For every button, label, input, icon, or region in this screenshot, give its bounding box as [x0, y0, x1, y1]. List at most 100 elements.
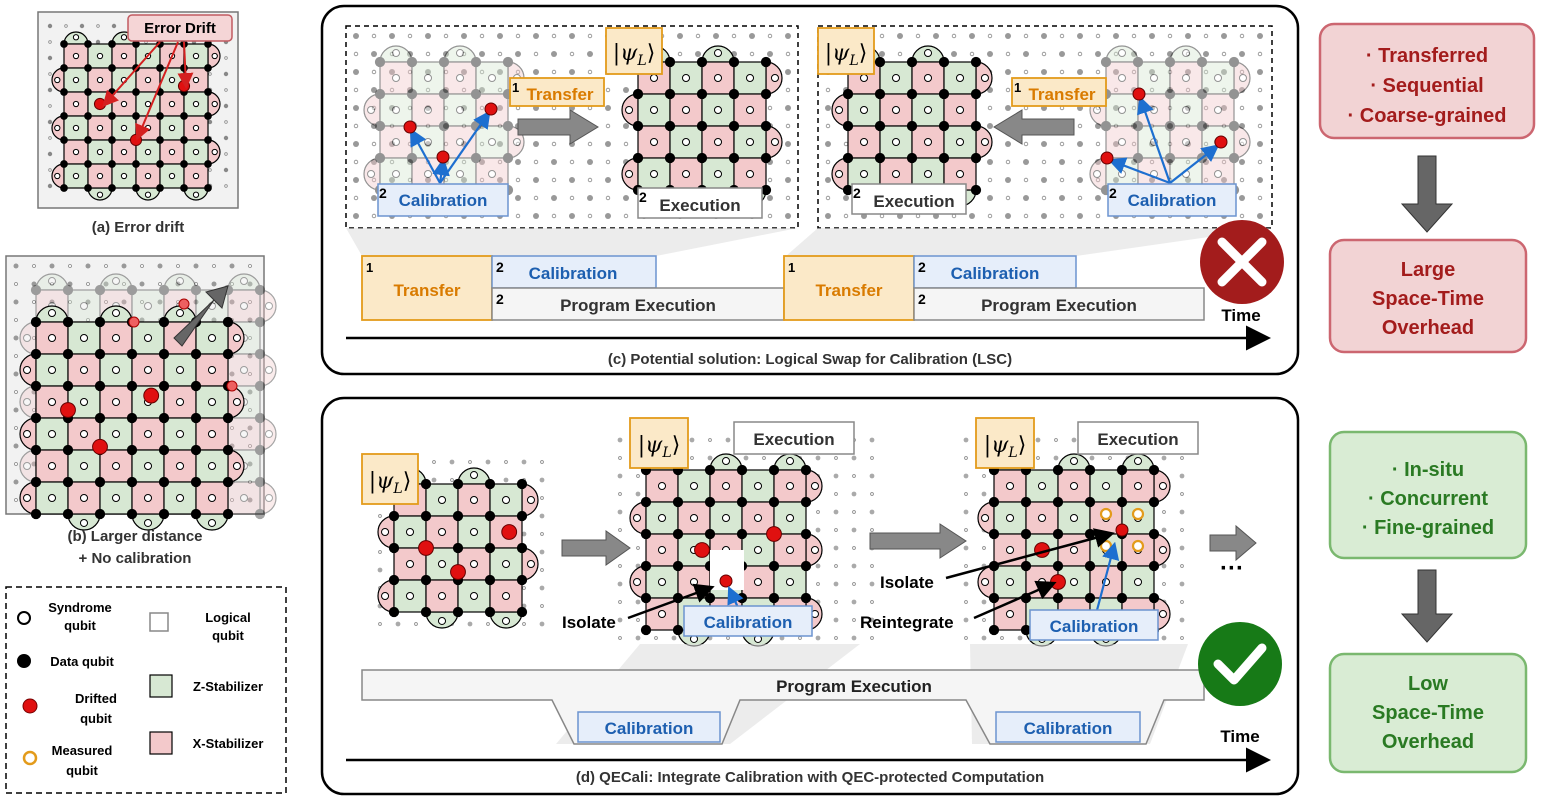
background-qubit	[785, 69, 791, 75]
legend-zstab: Z-Stabilizer	[193, 679, 263, 694]
syndrome-qubit	[381, 591, 390, 601]
background-qubit	[425, 69, 431, 75]
execution-tag-d3: Execution	[1077, 421, 1199, 455]
stabilizer-plaquette	[379, 93, 413, 127]
stabilizer-plaquette	[1105, 61, 1139, 95]
syndrome-qubit	[753, 545, 763, 555]
data-qubit	[704, 496, 716, 508]
data-qubit	[132, 88, 140, 96]
syndrome-qubit	[923, 49, 933, 58]
background-qubit	[461, 51, 467, 57]
data-qubit	[156, 40, 164, 48]
syndrome-qubit	[657, 545, 667, 555]
background-qubit	[1149, 51, 1155, 57]
background-qubit	[551, 51, 557, 57]
background-qubit	[767, 177, 773, 183]
syndrome-qubit	[721, 457, 731, 466]
background-qubit	[726, 636, 730, 640]
background-qubit	[964, 456, 968, 460]
background-qubit	[843, 213, 849, 219]
syndrome-qubit	[96, 52, 104, 60]
data-qubit	[736, 496, 748, 508]
step-number: 1	[1014, 80, 1021, 95]
background-qubit	[14, 390, 18, 394]
panel-b: (b) Larger distance + No calibration	[5, 255, 277, 567]
syndrome-qubit	[239, 301, 249, 311]
syndrome-qubit	[207, 333, 217, 343]
background-qubit	[1167, 105, 1173, 111]
data-qubit	[1084, 464, 1096, 476]
background-qubit	[1059, 213, 1065, 219]
logical-qubit-icon	[149, 612, 169, 632]
data-qubit	[1084, 592, 1096, 604]
data-qubit	[470, 88, 482, 100]
background-qubit	[1149, 141, 1155, 147]
background-qubit	[987, 159, 993, 165]
syndrome-qubit	[239, 277, 249, 286]
data-qubit	[632, 88, 644, 100]
syndrome-qubit	[143, 333, 153, 343]
background-qubit	[504, 460, 508, 464]
background-qubit	[1131, 105, 1137, 111]
background-qubit	[389, 33, 395, 39]
background-qubit	[13, 299, 19, 305]
transfer-tag-right: 1 Transfer	[1011, 77, 1107, 107]
background-qubit	[1203, 105, 1209, 111]
background-qubit	[879, 33, 885, 39]
background-qubit	[617, 617, 623, 623]
background-qubit	[467, 621, 473, 627]
background-qubit	[551, 159, 557, 165]
background-qubit	[223, 167, 229, 173]
background-qubit	[479, 159, 485, 165]
background-qubit	[987, 51, 993, 57]
background-qubit	[1180, 636, 1184, 640]
syndrome-qubit	[1069, 481, 1079, 491]
data-qubit	[640, 592, 652, 604]
background-qubit	[176, 264, 180, 268]
background-qubit	[540, 460, 544, 464]
background-qubit	[834, 456, 838, 460]
background-qubit	[587, 177, 593, 183]
syndrome-qubit	[1005, 545, 1015, 555]
background-qubit	[1167, 123, 1173, 129]
syndrome-qubit	[1069, 577, 1079, 587]
syndrome-qubit	[264, 429, 273, 439]
data-qubit	[222, 316, 234, 328]
data-qubit	[94, 284, 106, 296]
legend-drifted-1: Drifted	[75, 691, 117, 706]
program-execution-label: Program Execution	[560, 296, 716, 315]
panel-b-caption-2: + No calibration	[79, 550, 192, 567]
syndrome-qubit	[264, 301, 273, 311]
background-qubit	[834, 528, 838, 532]
background-qubit	[635, 491, 641, 497]
background-qubit	[32, 300, 36, 304]
stabilizer-plaquette	[67, 481, 101, 515]
stabilizer-plaquette	[195, 449, 229, 483]
continuation-dots: ···	[1220, 555, 1244, 582]
syndrome-qubit	[79, 518, 89, 527]
data-qubit	[1132, 152, 1144, 164]
background-qubit	[1221, 51, 1227, 57]
background-qubit	[371, 195, 377, 201]
background-qubit	[539, 477, 545, 483]
data-qubit	[222, 444, 234, 456]
data-qubit	[768, 496, 780, 508]
transfer-label: Transfer	[1028, 85, 1095, 104]
background-qubit	[605, 141, 611, 147]
background-qubit	[515, 51, 521, 57]
calibration-label: Calibration	[605, 719, 694, 738]
background-qubit	[1059, 195, 1065, 201]
background-qubit	[1053, 455, 1059, 461]
data-qubit	[94, 316, 106, 328]
background-qubit	[551, 33, 557, 39]
measured-qubit	[1099, 507, 1113, 521]
syndrome-qubit	[23, 365, 32, 375]
syndrome-qubit	[391, 49, 401, 58]
data-qubit	[60, 184, 68, 192]
syndrome-qubit	[423, 169, 433, 179]
syndrome-qubit	[625, 169, 634, 179]
syndrome-qubit	[835, 105, 844, 115]
background-qubit	[353, 87, 359, 93]
background-qubit	[767, 105, 773, 111]
syndrome-qubit	[120, 34, 128, 41]
